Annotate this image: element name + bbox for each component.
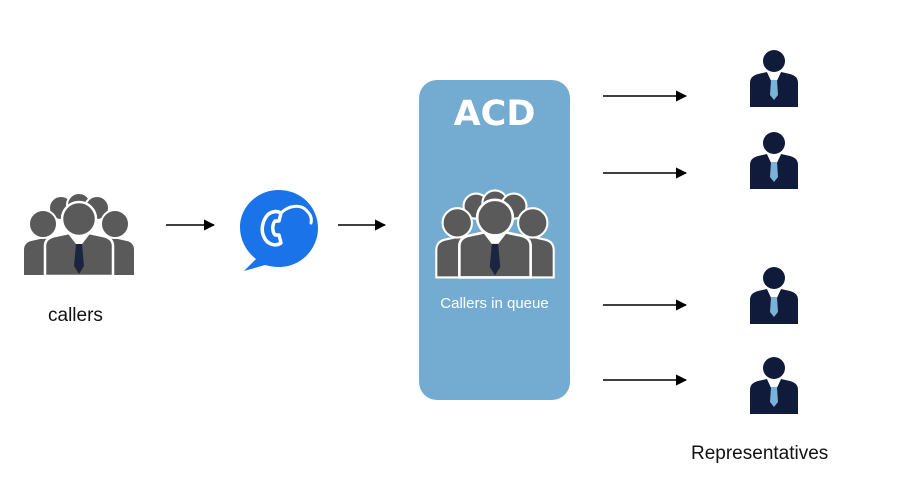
acd-subtitle: Callers in queue [440, 295, 549, 312]
acd-queue-box: ACD Callers in queue [419, 80, 570, 400]
representative-icon-2 [750, 132, 798, 189]
acd-title: ACD [453, 94, 536, 134]
phone-chat-icon [240, 190, 318, 271]
representative-icon-4 [750, 357, 798, 414]
representatives-label: Representatives [691, 443, 829, 464]
representative-icon-3 [750, 267, 798, 324]
callers-label: callers [48, 305, 103, 326]
representative-icon-1 [750, 50, 798, 107]
